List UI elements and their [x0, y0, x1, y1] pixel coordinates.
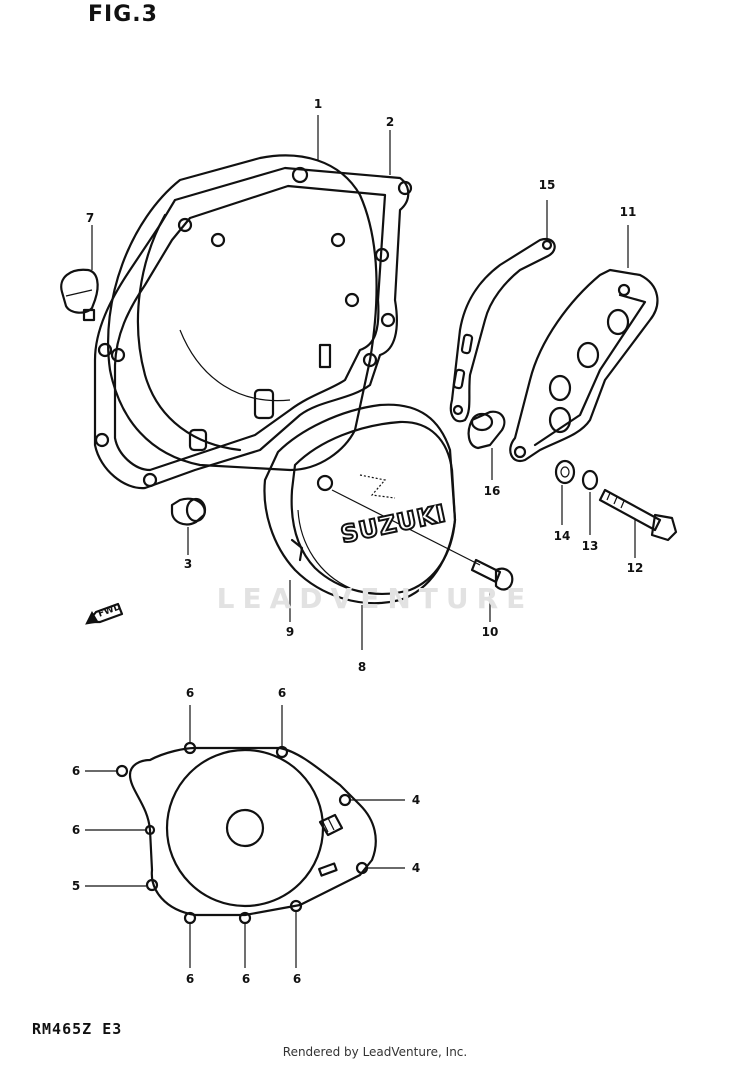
callout-15[interactable]: 15 [538, 178, 556, 192]
callout-13[interactable]: 13 [581, 539, 599, 553]
watermark-text: LEADVENTURE [216, 582, 534, 615]
callout-9[interactable]: 9 [285, 625, 295, 639]
footer-credit: Rendered by LeadVenture, Inc. [282, 1045, 468, 1059]
callout-11[interactable]: 11 [619, 205, 637, 219]
lower-cover-inner-view [85, 705, 405, 968]
lock-washer-part-13 [581, 469, 599, 535]
leader-lines-upper [317, 115, 391, 175]
dowel-pin-part-3 [170, 497, 207, 555]
cover-gasket-part-2 [93, 166, 413, 490]
outer-cover-part-8 [290, 420, 457, 650]
callout-8[interactable]: 8 [357, 660, 367, 674]
crankcase-cover-part-1 [106, 154, 378, 472]
callout-6-left-mid[interactable]: 6 [71, 823, 81, 837]
callout-3[interactable]: 3 [183, 557, 193, 571]
gasket-part-9 [263, 403, 457, 622]
callout-6-top-left[interactable]: 6 [185, 686, 195, 700]
callout-6-left-upper[interactable]: 6 [71, 764, 81, 778]
callout-4-upper[interactable]: 4 [411, 793, 421, 807]
callout-6-top-right[interactable]: 6 [277, 686, 287, 700]
bracket-part-15 [449, 200, 556, 423]
callout-6-bottom-mid[interactable]: 6 [241, 972, 251, 986]
guard-plate-part-11 [509, 225, 659, 463]
callout-5[interactable]: 5 [71, 879, 81, 893]
spacer-part-16 [467, 410, 506, 480]
callout-7[interactable]: 7 [85, 211, 95, 225]
callout-14[interactable]: 14 [553, 529, 571, 543]
oil-filler-cap-part-7 [60, 225, 99, 322]
callout-6-bottom-left[interactable]: 6 [185, 972, 195, 986]
callout-12[interactable]: 12 [626, 561, 644, 575]
callout-4-lower[interactable]: 4 [411, 861, 421, 875]
callout-2[interactable]: 2 [385, 115, 395, 129]
callout-6-bottom-right[interactable]: 6 [292, 972, 302, 986]
washer-part-14 [554, 459, 576, 525]
callout-1[interactable]: 1 [313, 97, 323, 111]
callout-16[interactable]: 16 [483, 484, 501, 498]
screw-part-10 [331, 489, 514, 622]
forward-arrow-icon [85, 602, 124, 625]
callout-10[interactable]: 10 [481, 625, 499, 639]
model-code-label: RM465Z E3 [32, 1020, 123, 1038]
figure-title: FIG.3 [88, 2, 158, 27]
bolt-part-12 [598, 488, 678, 558]
